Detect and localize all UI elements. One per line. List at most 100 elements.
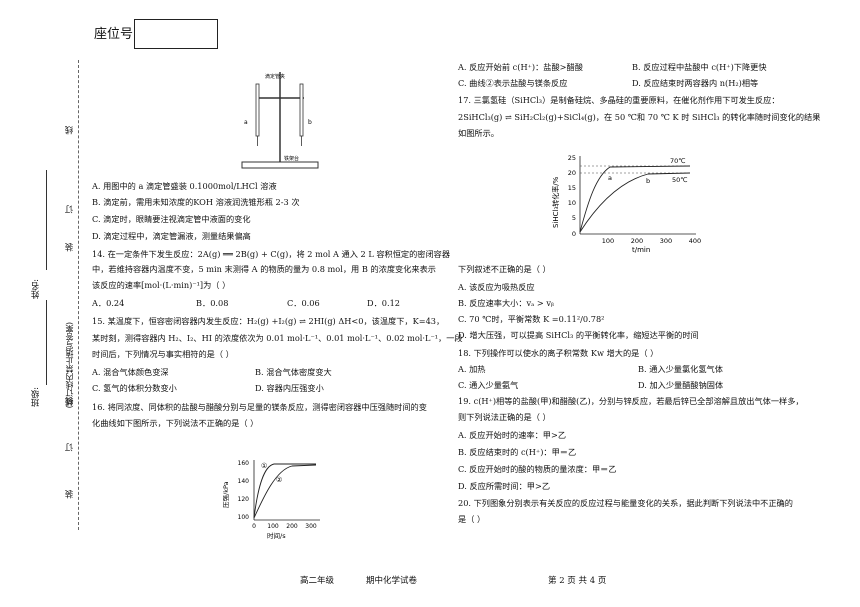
conversion-chart: 25 20 15 10 5 0 100 200 300 400 70℃ 50℃ … xyxy=(551,154,701,254)
seat-number-label: 座位号 xyxy=(94,27,134,42)
q17-option-c: C. 70 ℃时，平衡常数 K =0.11²/0.78² xyxy=(458,314,605,324)
q14-option-c: C．0.06 xyxy=(287,298,320,308)
q13-option-a: A. 用图中的 a 滴定管盛装 0.1000mol/LHCl 溶液 xyxy=(92,181,277,191)
q18-option-d: D. 加入少量醋酸钠固体 xyxy=(638,380,724,390)
pressure-x-tick: 300 xyxy=(305,523,317,530)
point-b-label: b xyxy=(646,177,650,185)
q20-stem-line: 20. 下列图象分别表示有关反应的反应过程与能量变化的关系，据此判断下列说法中不… xyxy=(458,498,793,508)
q15-option-b: B. 混合气体密度变大 xyxy=(255,367,332,377)
q17-option-d: D. 增大压强，可以提高 SiHCl₃ 的平衡转化率，缩短达平衡的时间 xyxy=(458,330,699,340)
conversion-x-label: t/min xyxy=(632,246,650,254)
conversion-x-tick: 300 xyxy=(660,237,672,245)
q16-option-d: D. 反应结束时两容器内 n(H₂)相等 xyxy=(632,78,759,88)
titration-figure: 滴定管夹 a b 铁架台 xyxy=(241,72,319,169)
conversion-y-tick: 5 xyxy=(572,214,576,222)
q15-option-d: D. 容器内压强变小 xyxy=(255,383,324,393)
burette-a xyxy=(255,83,260,137)
conversion-y-tick: 0 xyxy=(572,230,576,238)
curve-70c-label: 70℃ xyxy=(670,157,686,165)
footer-exam-title: 期中化学试卷 xyxy=(366,576,418,586)
stand-base xyxy=(241,161,319,169)
q18-option-a: A. 加热 xyxy=(458,364,486,374)
q14-stem-line: 14. 在一定条件下发生反应：2A(g) ══ 2B(g) + C(g)，将 2… xyxy=(92,249,451,259)
conversion-y-tick: 20 xyxy=(568,169,576,177)
q16-option-a: A. 反应开始前 c(H⁺)：盐酸>醋酸 xyxy=(458,62,583,72)
conversion-y-tick: 25 xyxy=(568,154,576,162)
binding-char: 装 xyxy=(65,243,75,252)
figure-label-b: b xyxy=(308,119,312,126)
q19-stem-line: 19. c(H⁺)相等的盐酸(甲)和醋酸(乙)，分别与锌反应，若最后锌已全部溶解… xyxy=(458,396,804,406)
q13-option-b: B. 滴定前，需用未知浓度的KOH 溶液润洗锥形瓶 2-3 次 xyxy=(92,197,300,207)
q18-option-c: C. 通入少量氨气 xyxy=(458,380,519,390)
q13-option-c: C. 滴定时，眼睛要注视滴定管中液面的变化 xyxy=(92,214,251,224)
name-label: 姓名: xyxy=(31,279,41,299)
q14-stem-line: 中，若维持容器内温度不变，5 min 末测得 A 的物质的量为 0.8 mol，… xyxy=(92,264,436,274)
curve-2-label: ② xyxy=(276,476,282,484)
conversion-y-tick: 15 xyxy=(568,184,576,192)
q14-stem-line: 该反应的速率[mol·(L·min)⁻¹]为（ ） xyxy=(92,280,231,290)
q15-option-a: A. 混合气体颜色变深 xyxy=(92,367,169,377)
q15-stem-line: 15. 某温度下，恒容密闭容器内发生反应：H₂(g) +I₂(g) ⇌ 2HI(… xyxy=(92,316,445,326)
burette-b xyxy=(299,83,304,137)
pressure-curve-1 xyxy=(253,463,316,519)
binding-char: 线 xyxy=(65,126,75,135)
binding-char: 装 xyxy=(65,490,75,499)
pressure-x-tick: 100 xyxy=(267,523,279,530)
q16-option-c: C. 曲线②表示盐酸与镁条反应 xyxy=(458,78,568,88)
conversion-y-tick: 10 xyxy=(568,199,576,207)
curve-70c xyxy=(579,165,691,233)
q14-option-a: A．0.24 xyxy=(92,298,125,308)
curve-1-label: ① xyxy=(261,462,267,470)
q17-option-b: B. 反应速率大小：vₐ > vᵦ xyxy=(458,298,554,308)
conversion-y-label: SiHCl₃转化率/% xyxy=(551,176,560,228)
curve-50c xyxy=(579,172,691,233)
binding-char: 订 xyxy=(65,205,75,214)
pressure-y-label: 压强/kPa xyxy=(222,481,230,508)
pressure-x-tick: 200 xyxy=(286,523,298,530)
pressure-chart: 160 140 120 100 0 100 200 300 ① ② 时间/s 压… xyxy=(222,460,320,540)
q18-stem: 18. 下列操作可以使水的离子积常数 Kw 增大的是（ ） xyxy=(458,348,659,358)
q15-stem-line: 某时刻，测得容器内 H₂、I₂、HI 的浓度依次为 0.01 mol·L⁻¹、0… xyxy=(92,333,463,343)
pressure-y-tick: 160 xyxy=(238,460,250,467)
figure-label-bottom: 铁架台 xyxy=(284,155,299,162)
pressure-x-tick: 0 xyxy=(252,523,256,530)
class-label: 班级: xyxy=(31,387,41,407)
figure-label-a: a xyxy=(244,119,248,126)
curve-50c-label: 50℃ xyxy=(672,176,688,184)
q20-stem-line: 是（ ） xyxy=(458,514,486,524)
q17-stem-line: 2SiHCl₃(g) ⇌ SiH₂Cl₂(g)+SiCl₄(g)，在 50 ℃和… xyxy=(458,112,821,122)
name-blank[interactable] xyxy=(46,170,47,270)
q17-stem-line: 17. 三氯氢硅（SiHCl₃）是制备硅烷、多晶硅的重要原料，在催化剂作用下可发… xyxy=(458,95,780,105)
footer-page-number: 第 2 页 共 4 页 xyxy=(548,576,607,586)
q17-ask: 下列叙述不正确的是（ ） xyxy=(458,264,551,274)
q17-option-a: A. 该反应为吸热反应 xyxy=(458,282,535,292)
binding-line xyxy=(78,60,79,530)
pressure-x-label: 时间/s xyxy=(267,531,286,540)
pressure-y-tick: 100 xyxy=(238,514,250,521)
conversion-x-tick: 400 xyxy=(689,237,701,245)
footer-grade: 高二年级 xyxy=(300,576,335,586)
pressure-y-tick: 140 xyxy=(238,478,250,485)
q13-option-d: D. 滴定过程中，滴定管漏液，测量结果偏高 xyxy=(92,231,251,241)
q16-stem-line: 化曲线如下图所示，下列说法不正确的是（ ） xyxy=(92,418,259,428)
conversion-x-tick: 100 xyxy=(602,237,614,245)
pressure-curve-2 xyxy=(253,464,317,519)
pressure-y-tick: 120 xyxy=(238,496,250,503)
q14-option-d: D．0.12 xyxy=(367,298,400,308)
binding-char: 订 xyxy=(65,443,75,452)
q15-stem-line: 时间后，下列情况与事实相符的是（ ） xyxy=(92,349,234,359)
seat-number-box[interactable] xyxy=(134,19,218,49)
q15-option-c: C. 氢气的体积分数变小 xyxy=(92,383,177,393)
q17-stem-line: 如图所示。 xyxy=(458,128,499,138)
q19-option-b: B. 反应结束时的 c(H⁺)：甲＝乙 xyxy=(458,447,577,457)
q19-option-a: A. 反应开始时的速率：甲>乙 xyxy=(458,430,567,440)
q16-stem-line: 16. 将同浓度、同体积的盐酸与醋酸分别与足量的镁条反应，测得密闭容器中压强随时… xyxy=(92,402,427,412)
class-blank[interactable] xyxy=(46,300,47,385)
q19-stem-line: 则下列说法正确的是（ ） xyxy=(458,412,551,422)
figure-label-top: 滴定管夹 xyxy=(265,73,285,80)
q14-option-b: B．0.08 xyxy=(196,298,229,308)
q18-option-b: B. 通入少量氯化氢气体 xyxy=(638,364,723,374)
binding-warning: (装订线内禁止填写答案) xyxy=(65,322,74,409)
q16-option-b: B. 反应过程中盐酸中 c(H⁺)下降更快 xyxy=(632,62,767,72)
conversion-x-tick: 200 xyxy=(631,237,643,245)
